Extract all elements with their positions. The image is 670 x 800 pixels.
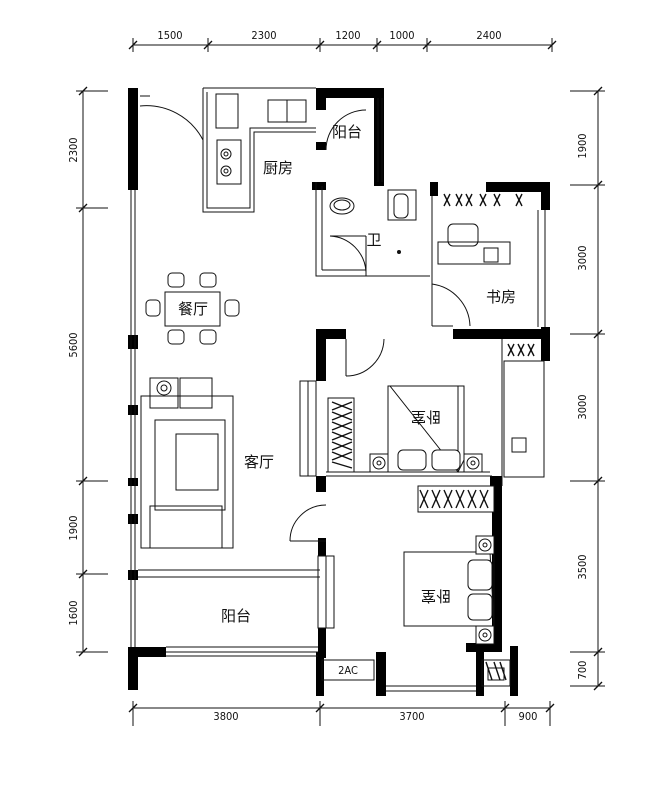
room-label-dining: 餐厅 bbox=[178, 300, 208, 318]
living-furniture bbox=[156, 380, 172, 396]
dining-table bbox=[145, 272, 240, 345]
bottom-dimension-line: 3800 3700 900 bbox=[128, 701, 555, 726]
room-label-living: 客厅 bbox=[244, 453, 274, 471]
ac-unit-label: 2AC bbox=[338, 664, 358, 677]
top-dimension-line: 1500 2300 1200 1000 2400 bbox=[128, 29, 557, 52]
room-label-kitchen: 厨房 bbox=[263, 159, 293, 177]
dim-top-1: 1500 bbox=[157, 29, 182, 42]
bedroom-2-furniture bbox=[417, 485, 495, 645]
room-labels: 厨房 阳台 卫 书房 餐厅 客厅 卧室 卧室 阳台 2AC bbox=[178, 123, 516, 677]
dim-right-5: 700 bbox=[576, 661, 589, 680]
room-label-study: 书房 bbox=[486, 288, 516, 306]
dim-right-4: 3500 bbox=[576, 554, 589, 579]
dim-right-3: 3000 bbox=[576, 394, 589, 419]
dim-right-2: 3000 bbox=[576, 245, 589, 270]
dim-left-1: 2300 bbox=[67, 137, 80, 162]
dim-top-5: 2400 bbox=[476, 29, 501, 42]
dim-top-3: 1200 bbox=[335, 29, 360, 42]
dim-left-4: 1600 bbox=[67, 600, 80, 625]
dim-bottom-3: 900 bbox=[519, 710, 538, 723]
right-dimension-line: 1900 3000 3000 3500 700 bbox=[570, 86, 605, 691]
room-label-bathroom: 卫 bbox=[366, 231, 381, 249]
room-label-bedroom-1: 卧室 bbox=[411, 408, 441, 426]
dim-bottom-2: 3700 bbox=[399, 710, 424, 723]
dim-bottom-1: 3800 bbox=[213, 710, 238, 723]
room-label-balcony-bottom: 阳台 bbox=[221, 607, 251, 625]
dim-left-2: 5600 bbox=[67, 332, 80, 357]
room-label-bedroom-2: 卧室 bbox=[421, 587, 451, 605]
walls bbox=[128, 88, 550, 696]
bathroom-fixtures bbox=[333, 199, 401, 254]
left-dimension-line: 2300 5600 1900 1600 bbox=[67, 86, 108, 657]
partitions bbox=[130, 87, 546, 692]
wardrobe-hatching bbox=[331, 193, 535, 681]
room-label-balcony-top: 阳台 bbox=[332, 123, 362, 141]
dim-top-2: 2300 bbox=[251, 29, 276, 42]
dim-right-1: 1900 bbox=[576, 133, 589, 158]
dim-left-3: 1900 bbox=[67, 515, 80, 540]
dim-top-4: 1000 bbox=[389, 29, 414, 42]
study-desk-items bbox=[483, 247, 527, 453]
